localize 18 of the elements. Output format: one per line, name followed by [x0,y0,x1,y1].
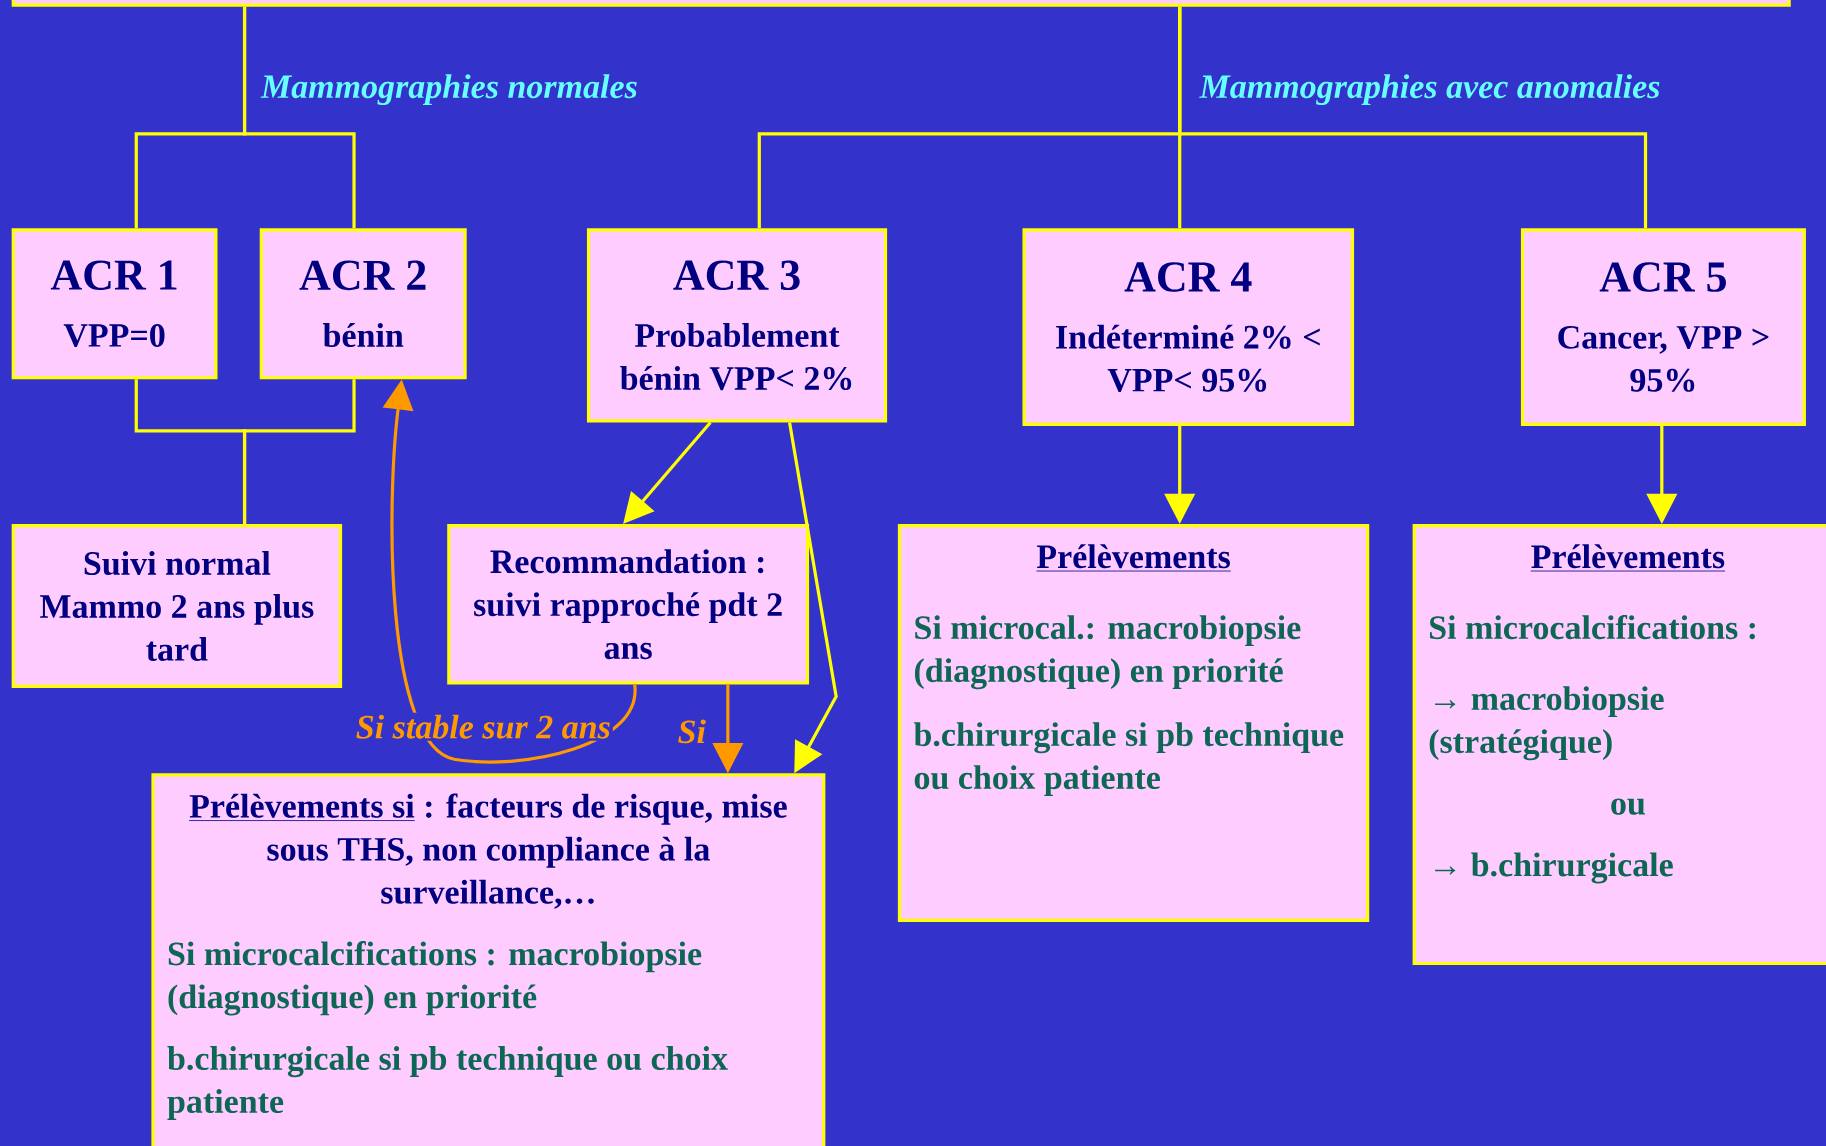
branch-label: Mammographies avec anomalies [1199,74,1660,106]
frame-box [11,0,1791,7]
connector-line [1178,6,1648,229]
category-box: ACR 2 bénin [259,228,467,380]
connector-line [242,379,356,525]
procedure-box: Prélèvements Si microcalcifications : → macrobiopsie (stratégique) ou → b.chirurgicale [1412,524,1826,966]
edge-label: Si stable sur 2 ans [353,712,613,741]
procedure-box: Prélèvements Si microcal.: macrobiopsie (diagnostique) en priorité b.chirurgicale si pb technique ou choix patiente [897,524,1370,923]
recommendation-box: Recommandation : suivi rapproché pdt 2 ans [447,524,810,685]
edge-label: Si [675,717,708,746]
branch-label: Mammographies normales [260,74,637,106]
follow-up-box: Suivi normal Mammo 2 ans plus tard [11,524,343,688]
category-box: ACR 5 Cancer, VPP > 95% [1520,228,1806,426]
category-box: ACR 3 Probablement bénin VPP< 2% [586,228,888,423]
category-box: ACR 4 Indéterminé 2% < VPP< 95% [1022,228,1355,426]
category-box: ACR 1 VPP=0 [11,228,218,380]
procedure-box: Prélèvements si : facteurs de risque, mise sous THS, non compliance à la surveillance,… Si microcalcifications : macrobiopsie (diagnostique) en priorité b.chirurgicale si pb technique ou choix patiente [151,773,826,1146]
connector-line [242,6,356,229]
